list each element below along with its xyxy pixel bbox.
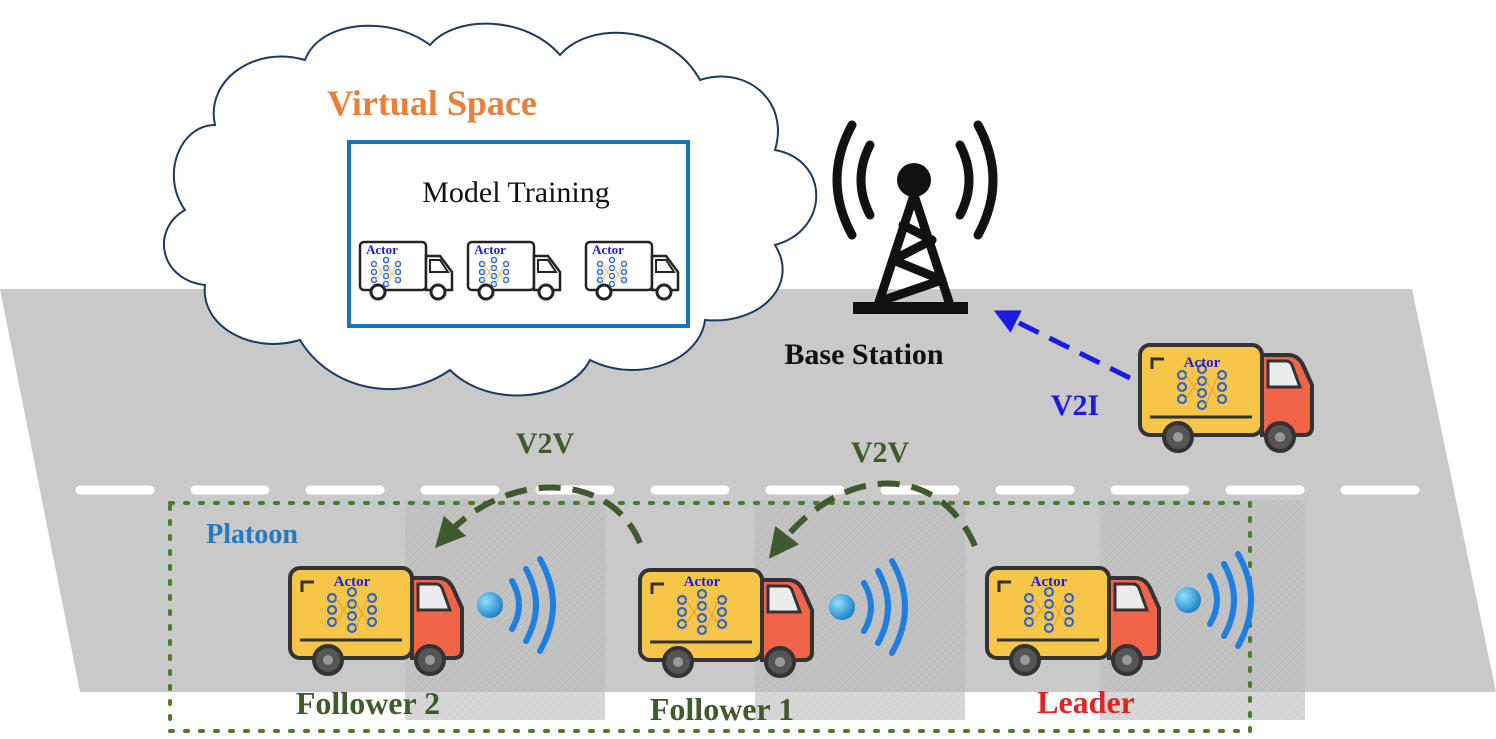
actor-label: Actor bbox=[366, 242, 398, 257]
platoon-truck-follower-2: Actor bbox=[288, 566, 464, 676]
follower-1-label: Follower 1 bbox=[650, 691, 794, 727]
platoon-boundary bbox=[168, 501, 1252, 733]
base-station-tower-icon bbox=[832, 120, 998, 314]
v2v-link-arrow bbox=[434, 484, 643, 549]
actor-label: Actor bbox=[1184, 355, 1221, 371]
leader-label: Leader bbox=[1037, 684, 1135, 720]
v2i-link-arrow bbox=[993, 310, 1132, 381]
follower-2-label: Follower 2 bbox=[296, 685, 440, 721]
training-truck: Actor bbox=[466, 240, 562, 301]
actor-label: Actor bbox=[334, 574, 371, 590]
actor-label: Actor bbox=[592, 242, 624, 257]
training-truck: Actor bbox=[584, 240, 680, 301]
v2v-label: V2V bbox=[516, 427, 575, 460]
actor-label: Actor bbox=[474, 242, 506, 257]
v2v-link-arrow bbox=[768, 480, 978, 559]
model-training-box bbox=[347, 140, 690, 328]
base-station-label: Base Station bbox=[784, 338, 944, 371]
platoon-truck-follower-1: Actor bbox=[638, 568, 814, 678]
v2i-label: V2I bbox=[1051, 389, 1099, 422]
actor-label: Actor bbox=[684, 574, 721, 590]
platoon-label: Platoon bbox=[206, 519, 298, 550]
actor-label: Actor bbox=[1031, 574, 1068, 590]
cloud-title: Virtual Space bbox=[327, 83, 537, 123]
v2v-label: V2V bbox=[851, 436, 910, 469]
training-truck: Actor bbox=[358, 240, 454, 301]
platoon-truck-leader: Actor bbox=[985, 566, 1161, 676]
model-training-label: Model Training bbox=[422, 176, 610, 209]
vehicle-truck: Actor bbox=[1138, 343, 1314, 453]
